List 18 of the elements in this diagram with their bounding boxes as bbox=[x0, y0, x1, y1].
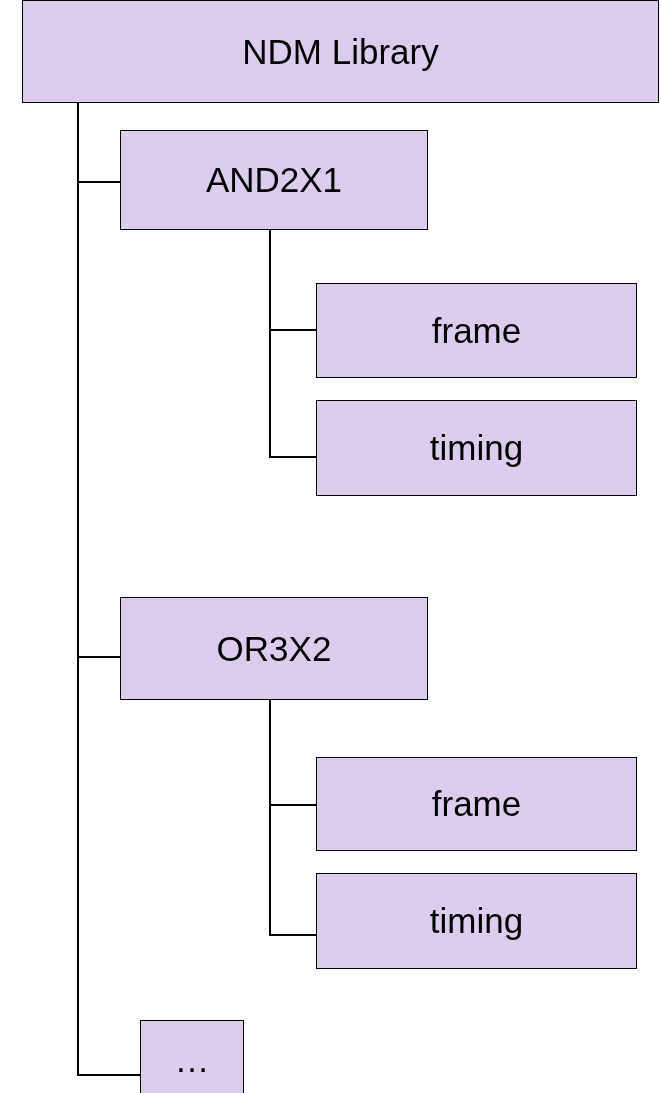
tree-node-box bbox=[120, 130, 428, 230]
tree-node-box bbox=[316, 873, 637, 969]
tree-node-box bbox=[22, 0, 659, 103]
tree-connector bbox=[269, 229, 317, 458]
node-label: OR3X2 bbox=[216, 628, 332, 669]
tree-node-box bbox=[140, 1020, 244, 1093]
node-label: frame bbox=[431, 784, 522, 824]
node-label: timing bbox=[429, 428, 524, 468]
tree-node-box bbox=[316, 283, 637, 378]
node-label: … bbox=[174, 1040, 210, 1080]
node-label: timing bbox=[429, 901, 524, 941]
node-label: AND2X1 bbox=[205, 160, 343, 200]
tree-node-box bbox=[316, 400, 637, 496]
tree-connector bbox=[269, 699, 317, 936]
tree-node-box bbox=[316, 757, 637, 851]
node-label: NDM Library bbox=[242, 31, 439, 72]
tree-node-box bbox=[120, 597, 428, 700]
node-label: frame bbox=[431, 310, 522, 351]
